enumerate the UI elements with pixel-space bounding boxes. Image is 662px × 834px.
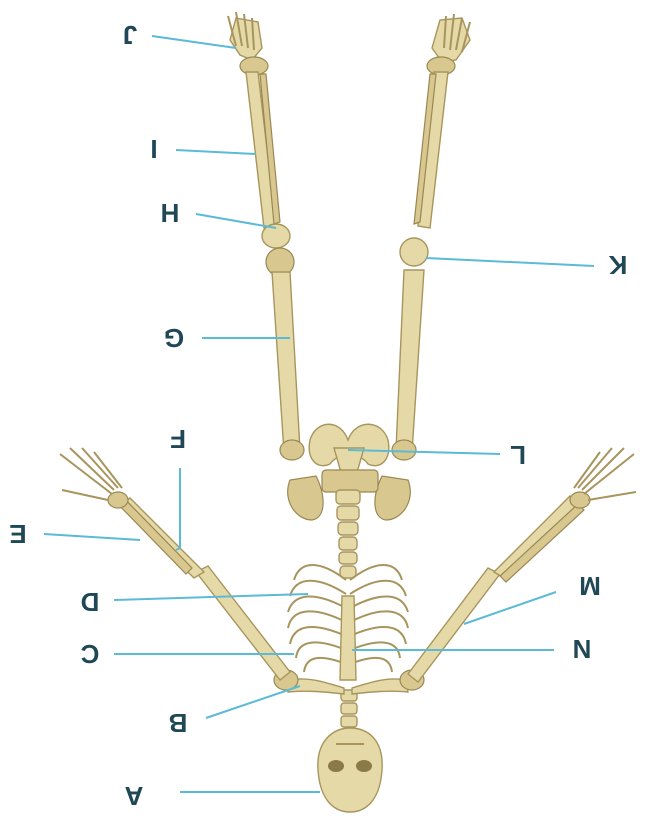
label-b: B	[169, 708, 188, 738]
right-arm	[408, 448, 636, 682]
label-e: E	[9, 519, 26, 549]
leader-f	[176, 468, 180, 550]
leader-e	[44, 534, 140, 540]
label-l: L	[510, 440, 526, 470]
right-foot	[427, 14, 470, 75]
leader-lines	[44, 36, 594, 792]
right-lower-leg	[414, 72, 448, 228]
leader-i	[176, 150, 256, 154]
label-n: N	[573, 634, 592, 664]
leader-j	[152, 36, 236, 48]
label-d: D	[81, 587, 100, 617]
label-k: K	[608, 250, 627, 280]
skeleton-illustration	[60, 12, 636, 812]
leader-b	[206, 686, 300, 718]
right-upper-leg	[392, 270, 424, 460]
label-h: H	[161, 198, 180, 228]
label-a: A	[124, 781, 143, 811]
leader-k	[426, 258, 594, 266]
skull	[318, 728, 382, 812]
rib-cage	[288, 565, 408, 680]
right-knee-cap	[400, 238, 428, 266]
label-c: C	[80, 639, 99, 669]
left-foot	[228, 12, 268, 75]
leader-d	[114, 594, 308, 600]
label-i: I	[150, 134, 157, 164]
label-m: M	[579, 571, 601, 601]
left-upper-leg	[272, 272, 304, 460]
left-lower-leg	[246, 72, 280, 228]
label-f: F	[170, 424, 186, 454]
label-g: G	[164, 323, 184, 353]
label-j: J	[123, 20, 137, 50]
